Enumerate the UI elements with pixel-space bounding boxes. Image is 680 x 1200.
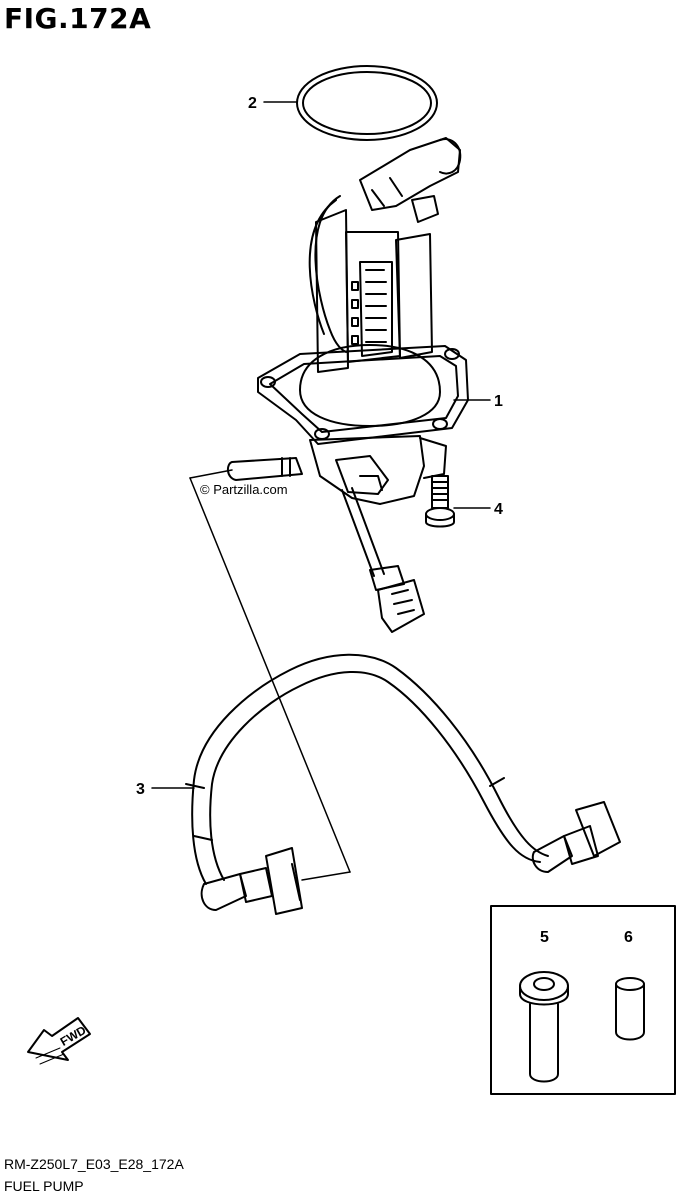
callout-2: 2 [248, 95, 257, 112]
figure-code: RM-Z250L7_E03_E28_172A [4, 1156, 184, 1172]
callout-6: 6 [624, 929, 633, 946]
callout-1: 1 [494, 393, 503, 410]
grommet-part-5[interactable] [519, 971, 569, 1083]
fuel-pump-assembly-part-1[interactable] [226, 137, 469, 505]
callout-5: 5 [540, 929, 549, 946]
harness-connector[interactable] [377, 579, 425, 633]
figure-caption: FUEL PUMP [4, 1178, 84, 1194]
callout-4: 4 [494, 501, 503, 518]
pump-harness [341, 487, 405, 591]
watermark: © Partzilla.com [200, 482, 288, 497]
inset-box [490, 905, 676, 1095]
fuel-hose-part-3[interactable] [185, 653, 621, 915]
callout-3: 3 [136, 781, 145, 798]
o-ring-part-2[interactable] [296, 65, 438, 141]
seal-part-6[interactable] [615, 977, 645, 1041]
assembly-bracket-lines [189, 469, 351, 881]
leader-lines [151, 101, 491, 789]
figure-title: FIG.172A [4, 2, 152, 35]
bolt-part-4[interactable] [425, 475, 455, 528]
forward-arrow-icon [27, 1017, 91, 1065]
